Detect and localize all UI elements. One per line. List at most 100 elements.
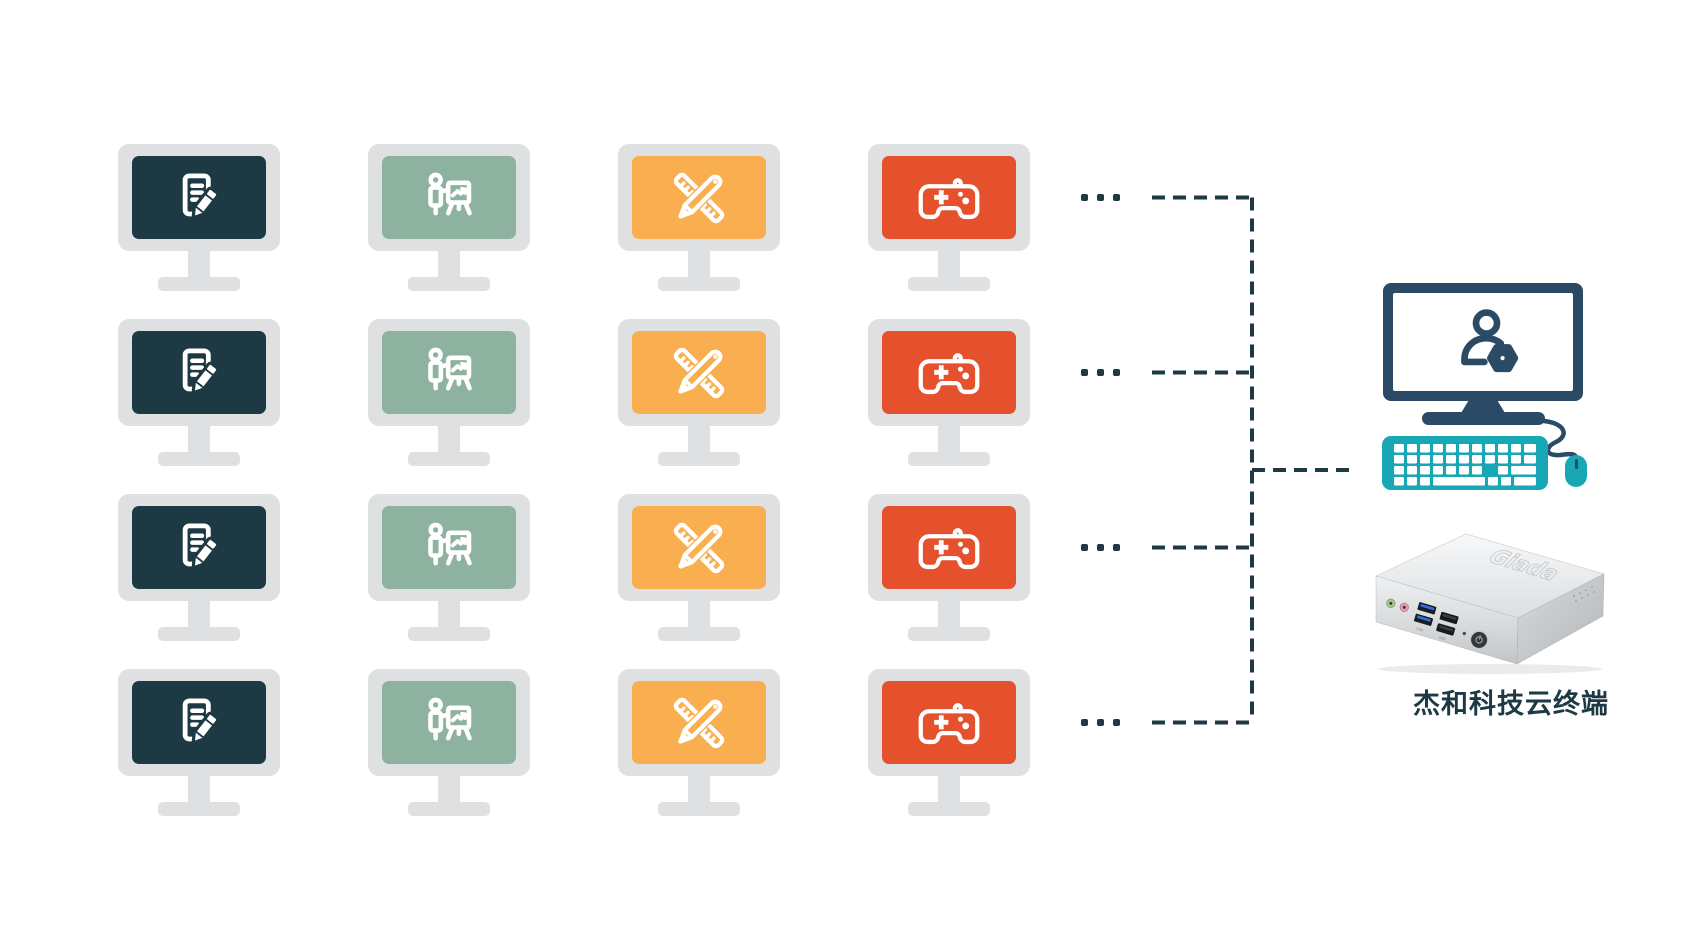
document-edit-icon bbox=[182, 172, 220, 219]
monitor-screen bbox=[882, 156, 1016, 239]
row-ellipsis-dots bbox=[1081, 718, 1120, 726]
document-edit-icon bbox=[182, 522, 220, 569]
monitor-screen bbox=[632, 681, 766, 764]
gamepad-icon bbox=[918, 527, 980, 569]
keyboard-keys bbox=[1394, 444, 1536, 486]
monitor-screen bbox=[132, 506, 266, 589]
monitor-stand-base bbox=[158, 452, 240, 466]
monitor-stand-base bbox=[658, 627, 740, 641]
workstation-monitor-presentation-row3 bbox=[368, 494, 530, 644]
monitor-stand-neck bbox=[438, 775, 460, 802]
terminal-monitor-base bbox=[1422, 412, 1545, 425]
terminal-monitor bbox=[1383, 283, 1583, 401]
gamepad-icon bbox=[918, 177, 980, 219]
monitor-bezel bbox=[118, 319, 280, 426]
monitor-screen bbox=[632, 506, 766, 589]
monitor-bezel bbox=[618, 144, 780, 251]
monitor-stand-base bbox=[908, 627, 990, 641]
monitor-bezel bbox=[618, 319, 780, 426]
workstation-monitor-presentation-row4 bbox=[368, 669, 530, 819]
monitor-screen bbox=[632, 156, 766, 239]
monitor-stand-base bbox=[408, 452, 490, 466]
power-button bbox=[1469, 630, 1489, 650]
mini-pc-device: Giada USB USB bbox=[1375, 533, 1605, 674]
workstation-monitor-design-row1 bbox=[618, 144, 780, 294]
monitor-stand-neck bbox=[938, 600, 960, 627]
workstation-monitor-presentation-row1 bbox=[368, 144, 530, 294]
presentation-chart-icon bbox=[428, 522, 472, 565]
terminal-monitor-screen bbox=[1393, 293, 1573, 391]
monitor-stand-base bbox=[908, 277, 990, 291]
monitor-stand-base bbox=[408, 802, 490, 816]
keyboard bbox=[1382, 436, 1548, 490]
workstation-monitor-gaming-row2 bbox=[868, 319, 1030, 469]
monitor-stand-neck bbox=[188, 775, 210, 802]
workstation-monitor-office-row1 bbox=[118, 144, 280, 294]
mouse-cable bbox=[1541, 418, 1579, 462]
presentation-chart-icon bbox=[428, 347, 472, 390]
monitor-bezel bbox=[868, 494, 1030, 601]
workstation-monitor-gaming-row4 bbox=[868, 669, 1030, 819]
monitor-stand-neck bbox=[938, 425, 960, 452]
monitor-bezel bbox=[118, 144, 280, 251]
monitor-stand-base bbox=[908, 802, 990, 816]
monitor-bezel bbox=[118, 669, 280, 776]
monitor-stand-neck bbox=[438, 600, 460, 627]
workstation-monitor-design-row4 bbox=[618, 669, 780, 819]
monitor-stand-base bbox=[908, 452, 990, 466]
ruler-pencil-icon bbox=[673, 172, 725, 223]
monitor-stand-base bbox=[408, 277, 490, 291]
document-edit-icon bbox=[182, 697, 220, 744]
presentation-chart-icon bbox=[428, 697, 472, 740]
monitor-stand-neck bbox=[438, 250, 460, 277]
monitor-bezel bbox=[618, 494, 780, 601]
monitor-screen bbox=[382, 331, 516, 414]
device-shadow bbox=[1378, 664, 1602, 674]
user-gear-icon bbox=[1461, 309, 1519, 373]
ruler-pencil-icon bbox=[673, 347, 725, 398]
svg-text:USB: USB bbox=[1416, 627, 1424, 633]
monitor-bezel bbox=[868, 144, 1030, 251]
monitor-bezel bbox=[118, 494, 280, 601]
ruler-pencil-icon bbox=[673, 522, 725, 573]
gamepad-icon bbox=[918, 352, 980, 394]
row-ellipsis-dots bbox=[1081, 368, 1120, 376]
monitor-bezel bbox=[368, 494, 530, 601]
monitor-stand-base bbox=[158, 802, 240, 816]
monitor-bezel bbox=[618, 669, 780, 776]
monitor-stand-neck bbox=[688, 600, 710, 627]
monitor-stand-neck bbox=[688, 425, 710, 452]
row-ellipsis-dots bbox=[1081, 543, 1120, 551]
workstation-monitor-gaming-row3 bbox=[868, 494, 1030, 644]
svg-text:USB: USB bbox=[1438, 635, 1446, 641]
workstation-monitor-design-row3 bbox=[618, 494, 780, 644]
mouse-scroll-line bbox=[1574, 459, 1578, 469]
reset-hole bbox=[1462, 631, 1467, 636]
mouse bbox=[1565, 455, 1587, 487]
gamepad-icon bbox=[918, 702, 980, 744]
monitor-bezel bbox=[368, 669, 530, 776]
monitor-screen bbox=[882, 681, 1016, 764]
monitor-stand-neck bbox=[188, 250, 210, 277]
monitor-stand-neck bbox=[188, 600, 210, 627]
cloud-terminal-label: 杰和科技云终端 bbox=[1413, 689, 1609, 720]
monitor-bezel bbox=[368, 319, 530, 426]
device-right-face bbox=[1516, 573, 1605, 665]
monitor-screen bbox=[132, 331, 266, 414]
monitor-screen bbox=[882, 331, 1016, 414]
presentation-chart-icon bbox=[428, 172, 472, 215]
monitor-stand-base bbox=[158, 277, 240, 291]
ruler-pencil-icon bbox=[673, 697, 725, 748]
document-edit-icon bbox=[182, 347, 220, 394]
row-ellipsis-dots bbox=[1081, 193, 1120, 201]
monitor-stand-neck bbox=[938, 775, 960, 802]
monitor-stand-neck bbox=[938, 250, 960, 277]
monitor-screen bbox=[382, 681, 516, 764]
workstation-monitor-office-row3 bbox=[118, 494, 280, 644]
monitor-screen bbox=[882, 506, 1016, 589]
monitor-stand-base bbox=[408, 627, 490, 641]
monitor-stand-base bbox=[658, 802, 740, 816]
monitor-stand-neck bbox=[438, 425, 460, 452]
monitor-screen bbox=[382, 506, 516, 589]
